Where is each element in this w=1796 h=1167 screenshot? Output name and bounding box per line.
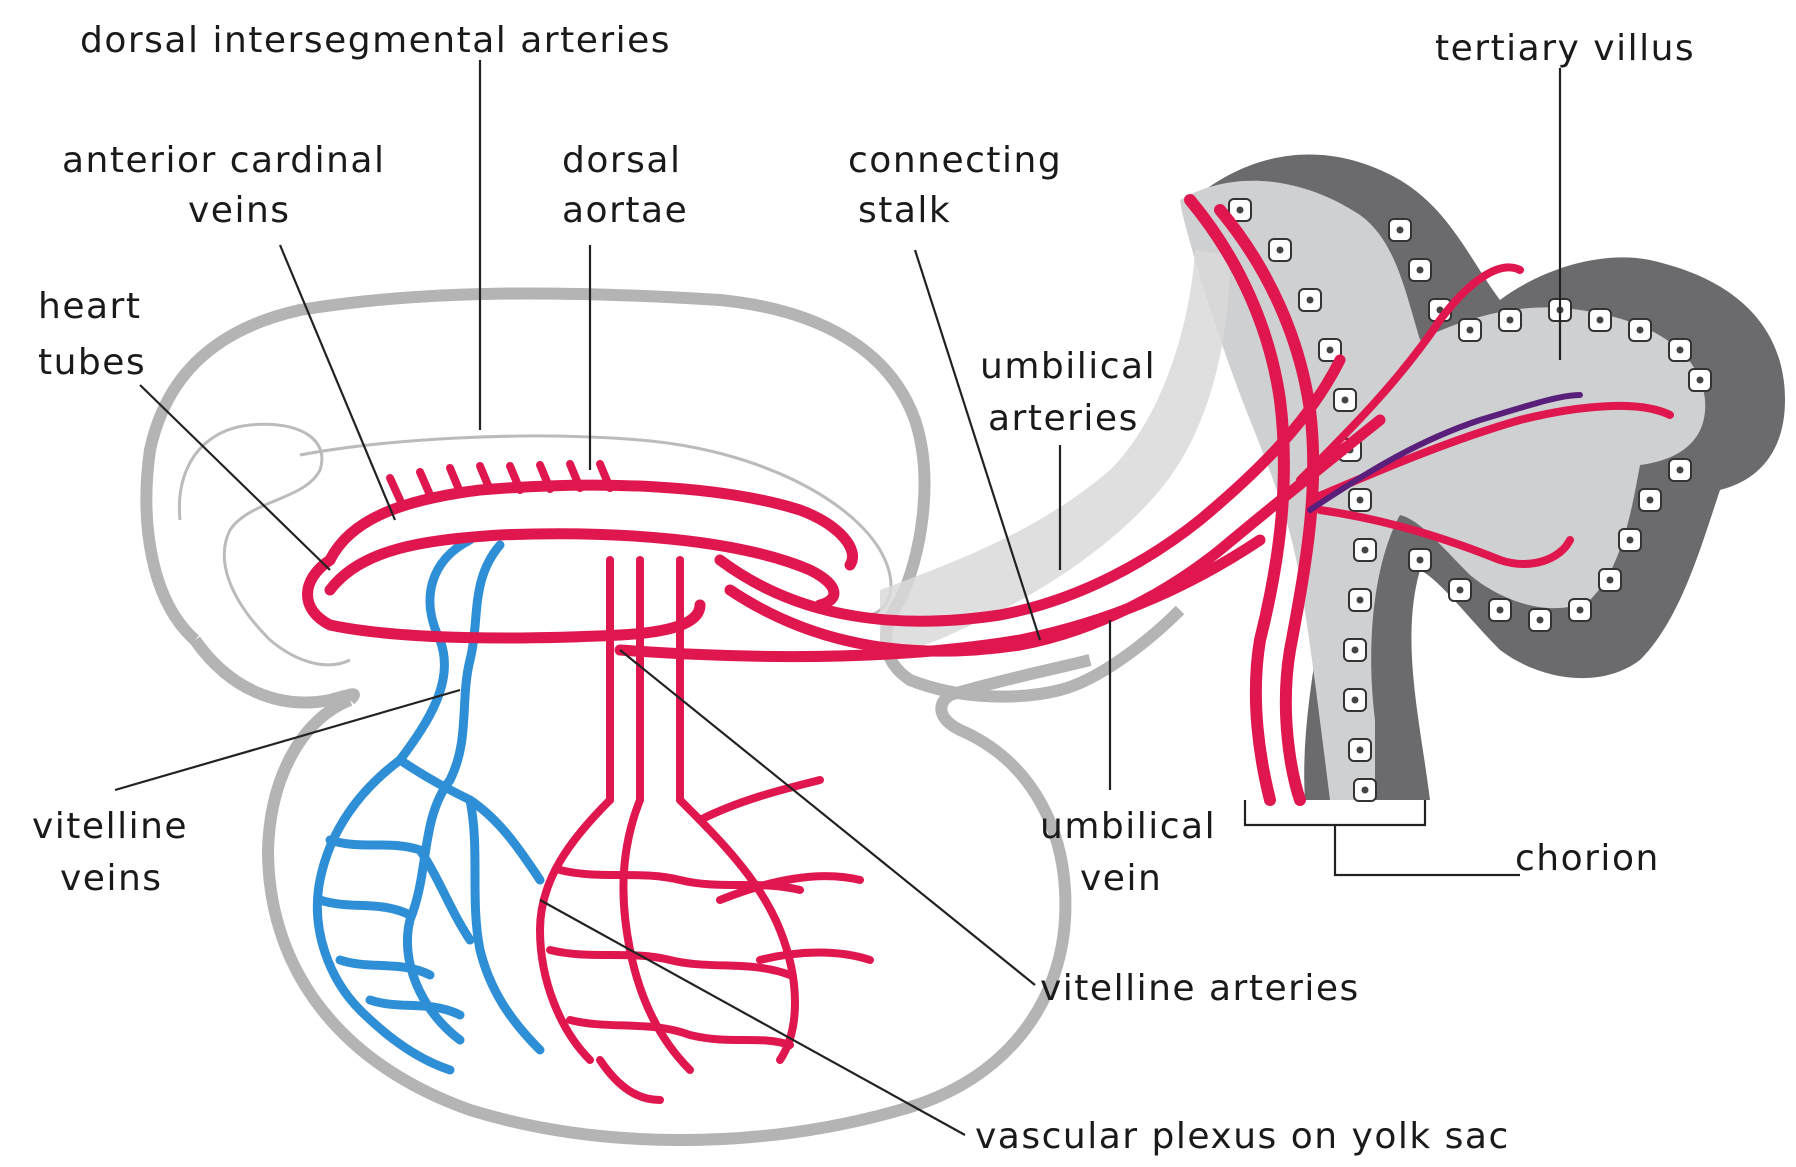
label-connecting-stalk-line2: stalk (858, 190, 951, 231)
trophoblast-nucleus-4 (1326, 346, 1334, 354)
artery-segment-3 (302, 554, 706, 644)
label-vascular-plexus: vascular plexus on yolk sac (975, 1116, 1510, 1157)
connecting-stalk-body (880, 250, 1230, 652)
trophoblast-nucleus-5 (1341, 396, 1349, 404)
trophoblast-nucleus-20 (1596, 316, 1604, 324)
trophoblast-nucleus-21 (1636, 326, 1644, 334)
label-anterior-cardinal-veins-line2: veins (188, 190, 291, 231)
vitelline-vein-segment-2 (445, 540, 505, 785)
artery-segment-7 (1184, 194, 1290, 806)
trophoblast-nucleus-32 (1676, 466, 1684, 474)
embryo-head-fold (177, 422, 351, 667)
leader-vitelline-arteries (619, 649, 1036, 986)
trophoblast-nucleus-29 (1606, 576, 1614, 584)
artery-segment-17 (676, 796, 799, 1064)
trophoblast-nucleus-9 (1356, 596, 1364, 604)
vitelline-vein-segment-7 (335, 955, 465, 1020)
artery-segment-21 (696, 776, 864, 904)
artery-segment-11 (1316, 506, 1574, 568)
artery-segment-15 (536, 796, 614, 1064)
trophoblast-nucleus-31 (1646, 496, 1654, 504)
label-dorsal-aortae-line2: aortae (562, 190, 688, 231)
label-connecting-stalk-line1: connecting (848, 140, 1062, 181)
leader-heart-tubes (139, 384, 331, 571)
artery-segment-30 (596, 460, 614, 492)
vitelline-vein-segment-6 (315, 835, 425, 920)
trophoblast-nucleus-24 (1416, 556, 1424, 564)
label-dorsal-intersegmental-arteries: dorsal intersegmental arteries (80, 20, 671, 61)
trophoblast-nucleus-18 (1506, 316, 1514, 324)
label-heart-tubes-line1: heart (38, 286, 141, 327)
leader-vascular-plexus (539, 899, 966, 1136)
leader-vitelline-veins (114, 688, 461, 792)
trophoblast-nucleus-27 (1536, 616, 1544, 624)
labels: dorsal intersegmental arteries tertiary … (32, 20, 1695, 1157)
vitelline-vein-segment-9 (355, 845, 475, 1075)
chorion-tissue (1180, 154, 1785, 802)
trophoblast-nucleus-12 (1356, 746, 1364, 754)
leader-chorion (1243, 800, 1520, 877)
artery-segment-24 (416, 468, 434, 499)
leader-lines (114, 60, 1562, 1136)
vitelline-vein-segment-8 (465, 795, 545, 1055)
trophoblast-nucleus-23 (1696, 376, 1704, 384)
trophoblast-nucleus-1 (1236, 206, 1244, 214)
artery-segment-20 (566, 1016, 794, 1049)
artery-segment-27 (506, 462, 524, 494)
villus-vein-segment (1307, 392, 1583, 513)
vitelline-vein-network (312, 535, 545, 1075)
artery-segment-28 (536, 461, 554, 493)
trophoblast-nucleus-28 (1576, 606, 1584, 614)
leader-connecting-stalk (913, 249, 1042, 641)
trophoblast-nucleus-30 (1626, 536, 1634, 544)
artery-segment-29 (566, 460, 584, 492)
artery-segment-8 (1214, 204, 1320, 806)
trophoblast-nucleus-17 (1466, 326, 1474, 334)
trophoblast-nucleus-14 (1396, 226, 1404, 234)
embryo-body-outline (299, 434, 893, 617)
label-vitelline-arteries: vitelline arteries (1040, 968, 1360, 1009)
amnion-membrane (140, 287, 1185, 703)
trophoblast-nucleus-15 (1416, 266, 1424, 274)
label-umbilical-vein-line2: vein (1080, 858, 1162, 899)
artery-segment-6 (614, 534, 1266, 663)
artery-segment-19 (546, 946, 794, 979)
artery-segment-9 (1296, 263, 1524, 484)
label-tertiary-villus: tertiary villus (1435, 28, 1695, 69)
trophoblast-nucleus-22 (1676, 346, 1684, 354)
yolk-sac-membrane (262, 654, 1092, 1146)
artery-segment-26 (476, 462, 494, 494)
label-dorsal-aortae-line1: dorsal (562, 140, 682, 181)
trophoblast-nucleus-13 (1361, 786, 1369, 794)
label-umbilical-arteries-line1: umbilical (980, 346, 1156, 387)
artery-segment-25 (446, 464, 464, 496)
trophoblast-nucleus-26 (1496, 606, 1504, 614)
trophoblast-nucleus-11 (1351, 696, 1359, 704)
label-vitelline-veins-line2: veins (60, 858, 163, 899)
label-umbilical-arteries-line2: arteries (988, 398, 1139, 439)
trophoblast-nucleus-3 (1306, 296, 1314, 304)
label-heart-tubes-line2: tubes (38, 342, 146, 383)
artery-segment-23 (386, 474, 404, 504)
trophoblast-nucleus-25 (1456, 586, 1464, 594)
arterial-network (302, 194, 1674, 1104)
artery-segment-2 (324, 528, 840, 611)
chorion-connective (1180, 180, 1706, 800)
label-vitelline-veins-line1: vitelline (32, 806, 188, 847)
artery-segment-4 (714, 354, 1346, 627)
trophoblast-nucleus-2 (1276, 246, 1284, 254)
yolk-sac-neck (190, 636, 360, 709)
label-chorion: chorion (1515, 838, 1660, 879)
trophoblast-nucleus-10 (1351, 646, 1359, 654)
artery-segment-1 (324, 479, 858, 571)
trophoblast-nucleus-8 (1361, 546, 1369, 554)
artery-segment-22 (596, 948, 874, 1104)
label-anterior-cardinal-veins-line1: anterior cardinal (62, 140, 385, 181)
leader-anterior-cardinal-veins (278, 244, 397, 521)
vitelline-vein-segment-3 (312, 755, 405, 1015)
label-umbilical-vein-line1: umbilical (1040, 806, 1216, 847)
trophoblast-nucleus-7 (1356, 496, 1364, 504)
